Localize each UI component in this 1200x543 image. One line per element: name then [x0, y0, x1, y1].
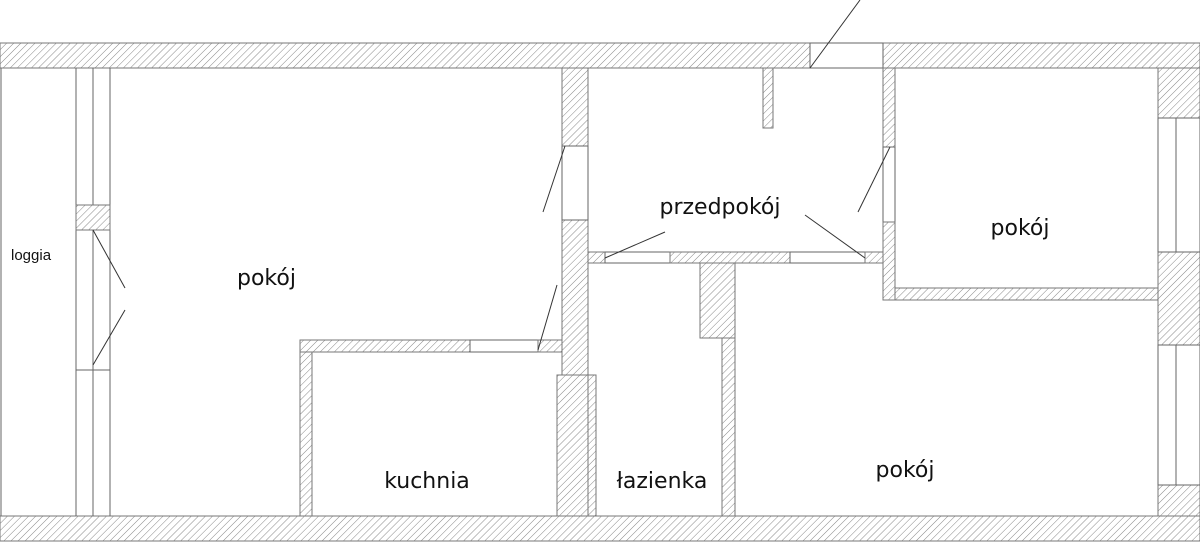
label-loggia: loggia [11, 247, 52, 264]
top-wall-right [882, 42, 1200, 69]
label-bathroom: łazienka [617, 469, 708, 494]
entrance-door-opening [809, 42, 884, 69]
top-wall-left [0, 42, 811, 69]
loggia-pillar [75, 204, 111, 231]
label-living-room: pokój [237, 266, 296, 291]
interior-walls [299, 67, 1159, 517]
label-room-lower-right: pokój [876, 458, 935, 483]
window-upper-right [1157, 117, 1200, 253]
door-swings [92, 0, 891, 366]
outer-walls [0, 42, 1200, 542]
bottom-wall [0, 515, 1200, 542]
right-wall-3 [1157, 484, 1200, 517]
label-hallway: przedpokój [659, 195, 780, 220]
right-wall-1 [1157, 67, 1200, 119]
loggia-frame [75, 68, 111, 516]
label-kitchen: kuchnia [384, 469, 470, 494]
right-wall-2 [1157, 251, 1200, 346]
label-room-upper-right: pokój [991, 216, 1050, 241]
window-lower-right [1157, 344, 1200, 486]
windows [809, 42, 1200, 486]
